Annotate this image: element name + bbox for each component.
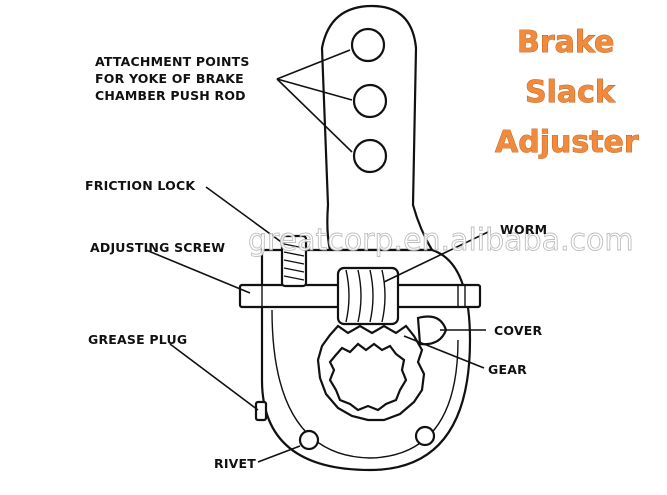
leader-lines bbox=[145, 49, 489, 463]
attachment-hole-middle bbox=[352, 83, 388, 119]
grease-plug bbox=[254, 400, 268, 422]
attachment-hole-top bbox=[350, 27, 386, 63]
rivet-right bbox=[414, 425, 436, 447]
label-worm: WORM bbox=[500, 222, 547, 237]
lever-arm bbox=[320, 4, 434, 252]
label-grease-plug: GREASE PLUG bbox=[88, 332, 187, 347]
label-attachment-line1: ATTACHMENT POINTS bbox=[95, 54, 250, 69]
housing-inner-edge bbox=[271, 309, 459, 459]
label-rivet: RIVET bbox=[214, 456, 256, 471]
label-attachment-line2: FOR YOKE OF BRAKE bbox=[95, 71, 244, 86]
label-adjusting-screw: ADJUSTING SCREW bbox=[90, 240, 225, 255]
label-attachment-line3: CHAMBER PUSH ROD bbox=[95, 88, 246, 103]
worm bbox=[336, 266, 400, 326]
title-line1: Brake bbox=[517, 25, 614, 60]
title-line3: Adjuster bbox=[495, 125, 639, 160]
watermark: greatcorp.en.alibaba.com bbox=[248, 223, 634, 258]
title-line2: Slack bbox=[525, 75, 616, 110]
friction-lock-spring bbox=[280, 234, 308, 288]
rivet-left bbox=[298, 429, 320, 451]
label-cover: COVER bbox=[494, 323, 542, 338]
label-friction-lock: FRICTION LOCK bbox=[85, 178, 196, 193]
attachment-hole-bottom bbox=[352, 138, 388, 174]
label-gear: GEAR bbox=[488, 362, 527, 377]
gear-spline bbox=[328, 342, 408, 412]
